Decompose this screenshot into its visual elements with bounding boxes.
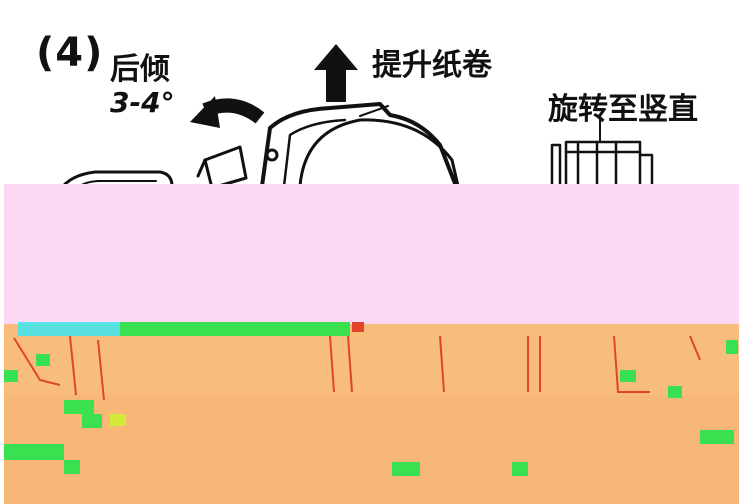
curved-arrow-icon xyxy=(190,96,265,128)
tilt-lever xyxy=(203,145,248,190)
vertical-spindle xyxy=(550,117,654,188)
tilt-angle-label: 3-4° xyxy=(110,86,175,119)
left-bracket xyxy=(58,170,174,192)
corrupted-region-orange-lower xyxy=(4,395,739,504)
roll-holder-frame xyxy=(260,102,458,188)
paper-roll xyxy=(298,118,460,188)
lift-roll-label: 提升纸卷 xyxy=(372,48,492,83)
up-arrow-icon xyxy=(314,44,358,102)
step-number: (4) xyxy=(36,30,104,76)
corrupted-region-pink xyxy=(4,184,739,324)
rotate-vertical-label: 旋转至竖直 xyxy=(548,92,698,127)
tilt-back-label: 后倾 xyxy=(110,52,170,87)
